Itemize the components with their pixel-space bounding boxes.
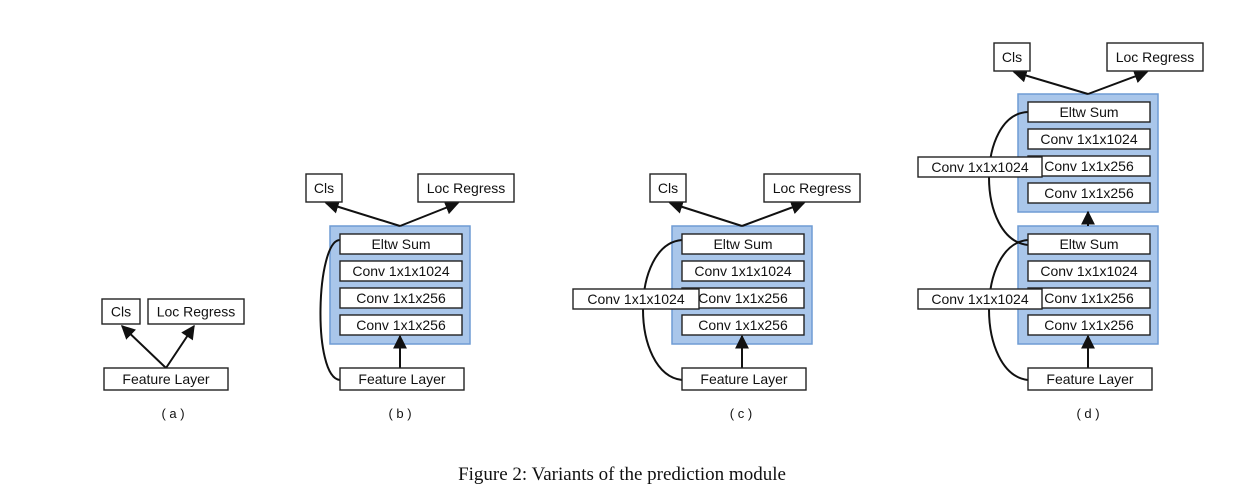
panel-label-c: ( c ) (730, 406, 752, 421)
arrow-to-cls-b (324, 200, 401, 227)
arrow-to-cls-c (668, 200, 743, 227)
conv-256-a-box-d-upper: Conv 1x1x256 (1027, 155, 1151, 177)
conv-1024-box-b: Conv 1x1x1024 (339, 260, 463, 282)
conv-1024-box-b-label: Conv 1x1x1024 (352, 263, 450, 279)
cls-box-a-label: Cls (111, 304, 131, 320)
feature-layer-box-a-label: Feature Layer (122, 371, 209, 387)
skip-connection-b (319, 239, 341, 381)
cls-box-c: Cls (649, 173, 687, 203)
conv-1024-box-d-upper-label: Conv 1x1x1024 (1040, 131, 1138, 147)
conv-256-b-box-d-upper-label: Conv 1x1x256 (1044, 185, 1134, 201)
conv-256-b-box-b-label: Conv 1x1x256 (356, 317, 446, 333)
arrow-to-loc-a (165, 324, 195, 369)
conv-256-b-box-c-label: Conv 1x1x256 (698, 317, 788, 333)
feature-layer-box-a: Feature Layer (103, 367, 229, 391)
eltw-sum-box-d-lower: Eltw Sum (1027, 233, 1151, 255)
feature-layer-box-c: Feature Layer (681, 367, 807, 391)
loc-regress-box-c-label: Loc Regress (773, 180, 852, 196)
skip-conv-box-d-lower-label: Conv 1x1x1024 (931, 291, 1029, 307)
skip-conv-box-d-upper-label: Conv 1x1x1024 (931, 159, 1029, 175)
eltw-sum-box-c: Eltw Sum (681, 233, 805, 255)
eltw-sum-box-d-upper-label: Eltw Sum (1059, 104, 1118, 120)
skip-conv-box-d-upper: Conv 1x1x1024 (917, 156, 1043, 178)
loc-regress-box-b: Loc Regress (417, 173, 515, 203)
feature-layer-box-b: Feature Layer (339, 367, 465, 391)
conv-1024-box-d-lower: Conv 1x1x1024 (1027, 260, 1151, 282)
eltw-sum-box-d-upper: Eltw Sum (1027, 101, 1151, 123)
figure-caption: Figure 2: Variants of the prediction mod… (458, 464, 786, 485)
conv-1024-box-d-lower-label: Conv 1x1x1024 (1040, 263, 1138, 279)
eltw-sum-box-c-label: Eltw Sum (713, 236, 772, 252)
cls-box-b: Cls (305, 173, 343, 203)
eltw-sum-box-b: Eltw Sum (339, 233, 463, 255)
feature-layer-box-c-label: Feature Layer (700, 371, 787, 387)
conv-256-a-box-d-lower: Conv 1x1x256 (1027, 287, 1151, 309)
loc-regress-box-d: Loc Regress (1106, 42, 1204, 72)
cls-box-c-label: Cls (658, 180, 678, 196)
skip-conv-box-d-lower: Conv 1x1x1024 (917, 288, 1043, 310)
conv-256-a-box-d-upper-label: Conv 1x1x256 (1044, 158, 1134, 174)
conv-256-b-box-d-lower-label: Conv 1x1x256 (1044, 317, 1134, 333)
conv-256-b-box-d-upper: Conv 1x1x256 (1027, 182, 1151, 204)
conv-256-a-box-c-label: Conv 1x1x256 (698, 290, 788, 306)
loc-regress-box-b-label: Loc Regress (427, 180, 506, 196)
panel-label-d: ( d ) (1076, 406, 1099, 421)
skip-conv-box-c-label: Conv 1x1x1024 (587, 291, 685, 307)
arrow-to-cls-d (1012, 68, 1089, 95)
panel-label-b: ( b ) (388, 406, 411, 421)
conv-1024-box-c-label: Conv 1x1x1024 (694, 263, 792, 279)
eltw-sum-box-b-label: Eltw Sum (371, 236, 430, 252)
cls-box-a: Cls (101, 298, 141, 325)
conv-256-a-box-b-label: Conv 1x1x256 (356, 290, 446, 306)
loc-regress-box-d-label: Loc Regress (1116, 49, 1195, 65)
conv-1024-box-d-upper: Conv 1x1x1024 (1027, 128, 1151, 150)
cls-box-b-label: Cls (314, 180, 334, 196)
conv-256-b-box-d-lower: Conv 1x1x256 (1027, 314, 1151, 336)
conv-256-b-box-c: Conv 1x1x256 (681, 314, 805, 336)
loc-regress-box-c: Loc Regress (763, 173, 861, 203)
conv-256-b-box-b: Conv 1x1x256 (339, 314, 463, 336)
skip-conv-box-c: Conv 1x1x1024 (572, 288, 700, 310)
cls-box-d-label: Cls (1002, 49, 1022, 65)
cls-box-d: Cls (993, 42, 1031, 72)
feature-layer-box-b-label: Feature Layer (358, 371, 445, 387)
arrow-to-cls-a (120, 325, 167, 369)
feature-layer-box-d: Feature Layer (1027, 367, 1153, 391)
conv-256-a-box-c: Conv 1x1x256 (681, 287, 805, 309)
panel-label-a: ( a ) (161, 406, 184, 421)
conv-256-a-box-d-lower-label: Conv 1x1x256 (1044, 290, 1134, 306)
arrow-to-loc-c (741, 200, 806, 227)
conv-1024-box-c: Conv 1x1x1024 (681, 260, 805, 282)
loc-regress-box-a-label: Loc Regress (157, 304, 236, 320)
arrow-to-loc-d (1087, 69, 1149, 95)
conv-256-a-box-b: Conv 1x1x256 (339, 287, 463, 309)
arrow-to-loc-b (399, 201, 460, 227)
feature-layer-box-d-label: Feature Layer (1046, 371, 1133, 387)
loc-regress-box-a: Loc Regress (147, 298, 245, 325)
eltw-sum-box-d-lower-label: Eltw Sum (1059, 236, 1118, 252)
